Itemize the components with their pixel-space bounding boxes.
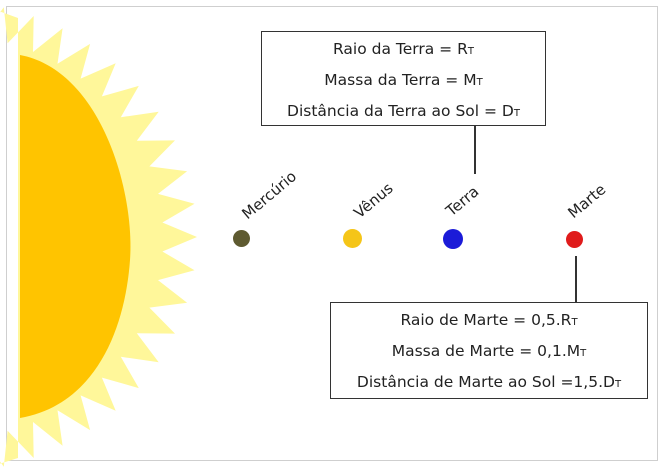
earth-distance-line: Distância da Terra ao Sol = DT [287,102,520,120]
planet-dot-terra [443,229,463,249]
planet-dot-mercurio [233,230,250,247]
mars-connector [575,256,577,302]
mars-info-box: Raio de Marte = 0,5.RT Massa de Marte = … [330,302,648,399]
planet-dot-venus [343,229,362,248]
mars-mass-line: Massa de Marte = 0,1.MT [391,342,587,360]
earth-info-box: Raio da Terra = RT Massa da Terra = MT D… [261,31,546,126]
earth-radius-line: Raio da Terra = RT [333,40,474,58]
sun-core [20,55,131,418]
mars-radius-line: Raio de Marte = 0,5.RT [400,311,578,329]
mars-distance-line: Distância de Marte ao Sol =1,5.DT [356,373,622,391]
planet-dot-marte [566,231,583,248]
earth-connector [474,126,476,174]
earth-mass-line: Massa da Terra = MT [324,71,483,89]
frame-border [6,6,658,461]
